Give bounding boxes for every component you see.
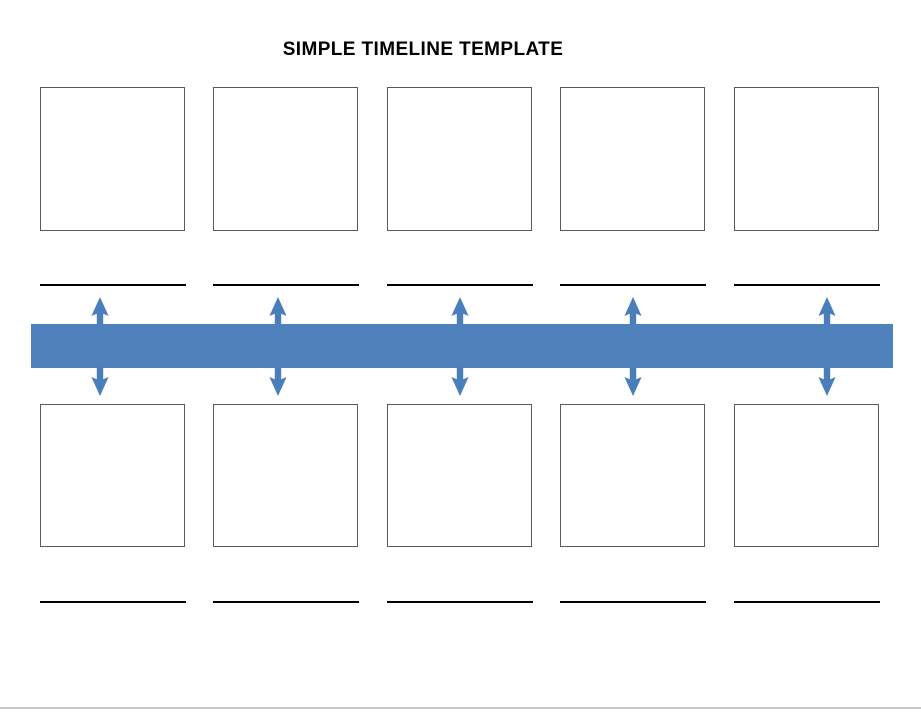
up-arrow-icon-2	[269, 297, 287, 325]
top-date-line-5[interactable]	[734, 284, 880, 286]
down-arrow-icon-2	[269, 367, 287, 396]
top-event-box-5[interactable]	[734, 87, 879, 231]
up-arrow-icon-1	[91, 297, 109, 325]
bottom-event-box-3[interactable]	[387, 404, 532, 547]
up-arrow-icon-5	[818, 297, 836, 325]
top-event-box-1[interactable]	[40, 87, 185, 231]
top-date-line-2[interactable]	[213, 284, 359, 286]
bottom-event-box-1[interactable]	[40, 404, 185, 547]
bottom-event-box-5[interactable]	[734, 404, 879, 547]
top-date-line-4[interactable]	[560, 284, 706, 286]
bottom-date-line-1[interactable]	[40, 601, 186, 603]
down-arrow-icon-4	[624, 367, 642, 396]
bottom-event-box-2[interactable]	[213, 404, 358, 547]
timeline-bar[interactable]	[31, 324, 893, 368]
bottom-event-box-4[interactable]	[560, 404, 705, 547]
down-arrow-icon-3	[451, 367, 469, 396]
page-title: SIMPLE TIMELINE TEMPLATE	[282, 39, 564, 60]
bottom-date-line-4[interactable]	[560, 601, 706, 603]
bottom-date-line-5[interactable]	[734, 601, 880, 603]
bottom-date-line-3[interactable]	[387, 601, 533, 603]
down-arrow-icon-1	[91, 367, 109, 396]
top-date-line-3[interactable]	[387, 284, 533, 286]
top-event-box-4[interactable]	[560, 87, 705, 231]
top-event-box-3[interactable]	[387, 87, 532, 231]
page-footer-rule	[0, 707, 921, 709]
bottom-date-line-2[interactable]	[213, 601, 359, 603]
top-date-line-1[interactable]	[40, 284, 186, 286]
top-event-box-2[interactable]	[213, 87, 358, 231]
up-arrow-icon-4	[624, 297, 642, 325]
down-arrow-icon-5	[818, 367, 836, 396]
up-arrow-icon-3	[451, 297, 469, 325]
